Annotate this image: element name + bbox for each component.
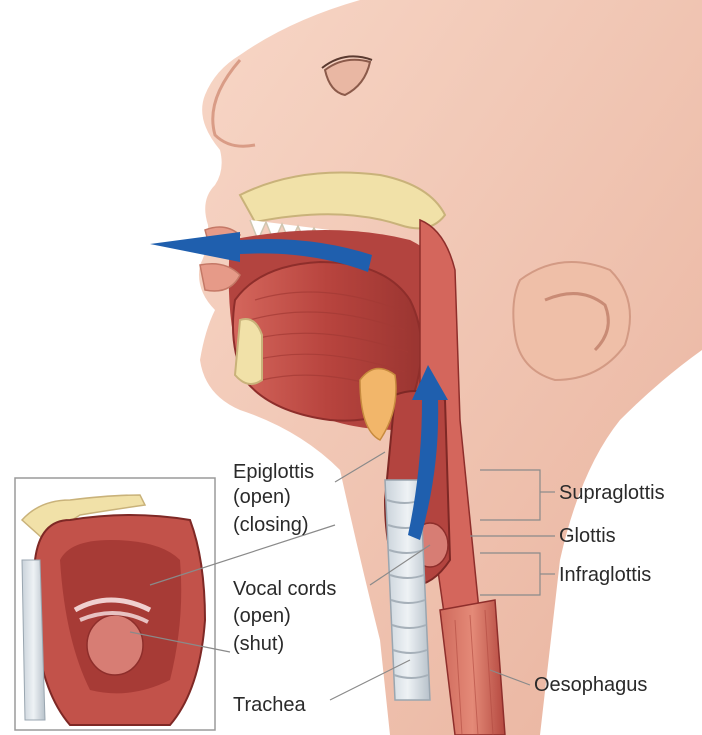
label-infraglottis: Infraglottis [559, 563, 651, 587]
label-epiglottis-closing: (closing) [233, 513, 309, 537]
label-supraglottis: Supraglottis [559, 481, 665, 505]
label-epiglottis: Epiglottis [233, 460, 314, 484]
label-vocal-cords-shut: (shut) [233, 632, 284, 656]
inset-larynx-illustration [22, 495, 205, 725]
jaw-bone [235, 319, 262, 384]
label-vocal-cords-open: (open) [233, 604, 291, 628]
label-glottis: Glottis [559, 524, 616, 548]
label-oesophagus: Oesophagus [534, 673, 647, 697]
label-epiglottis-open: (open) [233, 485, 291, 509]
label-vocal-cords: Vocal cords [233, 577, 336, 601]
label-trachea: Trachea [233, 693, 306, 717]
